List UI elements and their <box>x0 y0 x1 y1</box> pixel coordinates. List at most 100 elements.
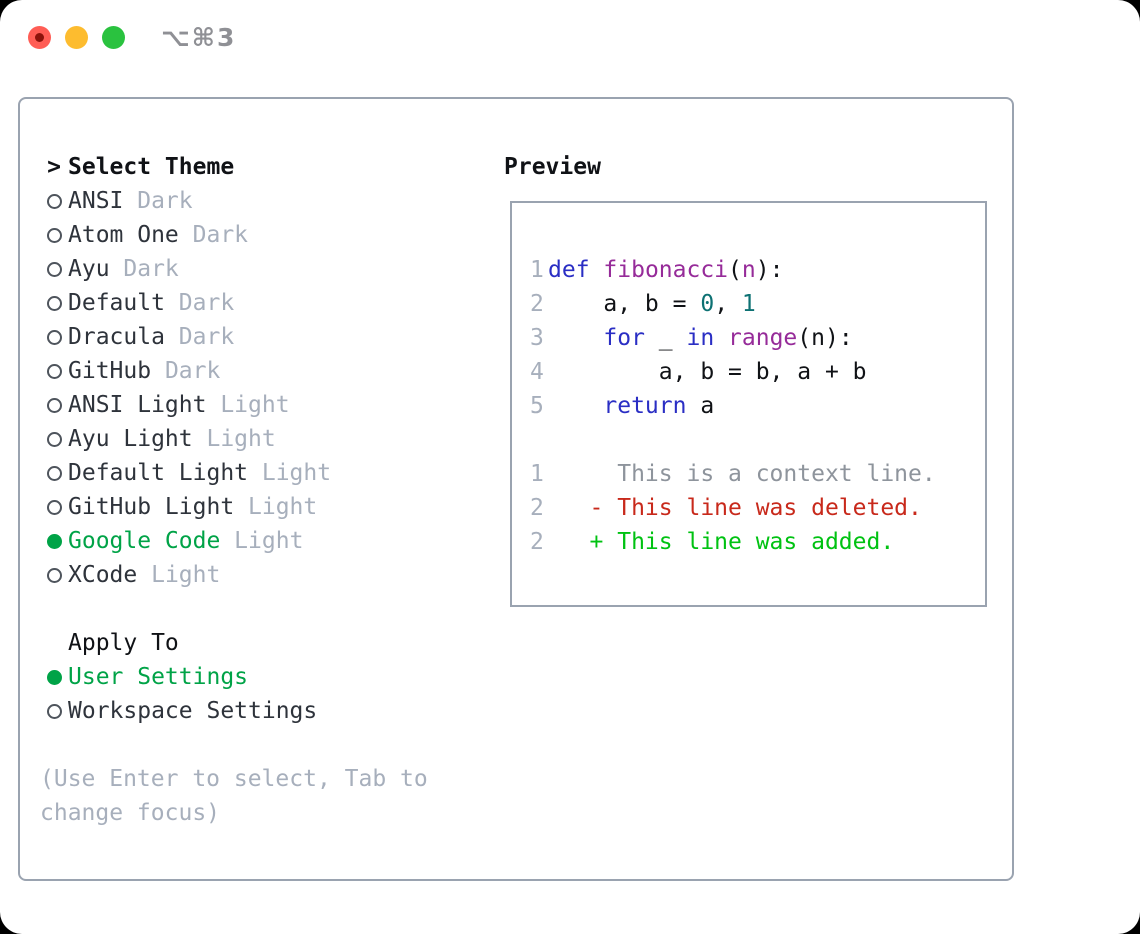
minimize-button[interactable] <box>65 26 88 49</box>
theme-option-github-light[interactable]: GitHub Light Light <box>40 490 1012 524</box>
radio-github <box>40 363 68 379</box>
radio-selected-icon <box>46 669 62 685</box>
theme-variant: Dark <box>178 222 249 248</box>
diff-line-context: 1 This is a context line. <box>530 457 985 491</box>
radio-default-light <box>40 465 68 481</box>
titlebar: ⌥⌘3 <box>0 0 1140 75</box>
radio-unselected-icon <box>46 431 62 447</box>
radio-unselected-icon <box>46 465 62 481</box>
theme-variant: Dark <box>164 290 235 316</box>
theme-option-ansi-light[interactable]: ANSI Light Light <box>40 388 1012 422</box>
cursor-icon: > <box>47 154 61 180</box>
radio-selected-icon <box>46 533 62 549</box>
theme-list-title: Select Theme <box>68 154 235 180</box>
code-token: def <box>548 257 590 283</box>
radio-github-light <box>40 499 68 515</box>
diff-line-deleted: 2 - This line was deleted. <box>530 491 985 525</box>
radio-workspace-settings <box>40 703 68 719</box>
apply-option-label: User Settings <box>68 664 249 690</box>
radio-unselected-icon <box>46 703 62 719</box>
line-number: 1 <box>530 461 544 487</box>
theme-variant: Light <box>206 392 290 418</box>
theme-list-header-row: > Select Theme <box>40 150 1012 184</box>
theme-name: ANSI <box>68 188 124 214</box>
blank-line <box>530 423 985 457</box>
theme-option-google-code[interactable]: Google Code Light <box>40 524 1012 558</box>
code-token: range <box>728 325 798 351</box>
radio-dracula <box>40 329 68 345</box>
theme-option-ansi[interactable]: ANSI Dark <box>40 184 1012 218</box>
theme-name: Dracula <box>68 324 165 350</box>
diff-line-added: 2 + This line was added. <box>530 525 985 559</box>
radio-unselected-icon <box>46 567 62 583</box>
theme-variant: Light <box>220 528 304 554</box>
theme-variant: Dark <box>123 188 193 214</box>
theme-option-dracula[interactable]: Dracula Dark <box>40 320 1012 354</box>
spacer <box>40 728 1012 762</box>
radio-unselected-icon <box>46 363 62 379</box>
theme-variant: Light <box>234 494 318 520</box>
radio-unselected-icon <box>46 227 62 243</box>
theme-option-ayu[interactable]: Ayu Dark <box>40 252 1012 286</box>
theme-variant: Dark <box>109 256 179 282</box>
diff-text: This is a context line. <box>548 461 936 487</box>
radio-unselected-icon <box>46 295 62 311</box>
line-number: 2 <box>530 291 544 317</box>
code-line: 2 a, b = 0, 1 <box>530 287 985 321</box>
diff-text: - This line was deleted. <box>548 495 922 521</box>
theme-name: XCode <box>68 562 138 588</box>
code-token: _ <box>644 325 687 351</box>
theme-name: ANSI Light <box>68 392 207 418</box>
theme-option-xcode[interactable]: XCode Light <box>40 558 1012 592</box>
theme-option-atom-one[interactable]: Atom One Dark <box>40 218 1012 252</box>
line-number: 5 <box>530 393 544 419</box>
maximize-button[interactable] <box>102 26 125 49</box>
theme-name: Google Code <box>68 528 221 554</box>
theme-variant: Light <box>192 426 276 452</box>
theme-option-ayu-light[interactable]: Ayu Light Light <box>40 422 1012 456</box>
theme-name: Default Light <box>68 460 249 486</box>
theme-option-default[interactable]: Default Dark <box>40 286 1012 320</box>
radio-unselected-icon <box>46 499 62 515</box>
code-token: , <box>714 291 742 317</box>
code-token: a <box>686 393 715 419</box>
diff-text: + This line was added. <box>548 529 895 555</box>
theme-name: Ayu <box>68 256 110 282</box>
radio-xcode <box>40 567 68 583</box>
radio-unselected-icon <box>46 261 62 277</box>
apply-option-user-settings[interactable]: User Settings <box>40 660 1012 694</box>
code-token: for <box>603 325 645 351</box>
code-line: 5 return a <box>530 389 985 423</box>
radio-unselected-icon <box>46 329 62 345</box>
line-number: 2 <box>530 529 544 555</box>
theme-name: Atom One <box>68 222 179 248</box>
code-token: a, b = <box>548 291 701 317</box>
diff-preview: 1 This is a context line.2 - This line w… <box>530 457 985 559</box>
theme-option-default-light[interactable]: Default Light Light <box>40 456 1012 490</box>
code-token: in <box>686 325 715 351</box>
theme-name: GitHub <box>68 358 152 384</box>
code-token: ): <box>755 257 784 283</box>
theme-name: Ayu Light <box>68 426 193 452</box>
code-token: n <box>741 257 756 283</box>
radio-unselected-icon <box>46 397 62 413</box>
radio-default <box>40 295 68 311</box>
theme-option-github[interactable]: GitHub Dark <box>40 354 1012 388</box>
code-token: fibonacci <box>603 257 729 283</box>
theme-variant: Dark <box>164 324 235 350</box>
apply-to-title: Apply To <box>68 630 179 656</box>
close-button[interactable] <box>28 26 51 49</box>
theme-variant: Light <box>137 562 221 588</box>
close-dot-icon <box>35 33 44 42</box>
code-token <box>548 321 603 355</box>
theme-name: Default <box>68 290 165 316</box>
apply-option-workspace-settings[interactable]: Workspace Settings <box>40 694 1012 728</box>
code-token: 1 <box>741 291 756 317</box>
radio-google-code <box>40 533 68 549</box>
window-title: ⌥⌘3 <box>161 23 237 52</box>
